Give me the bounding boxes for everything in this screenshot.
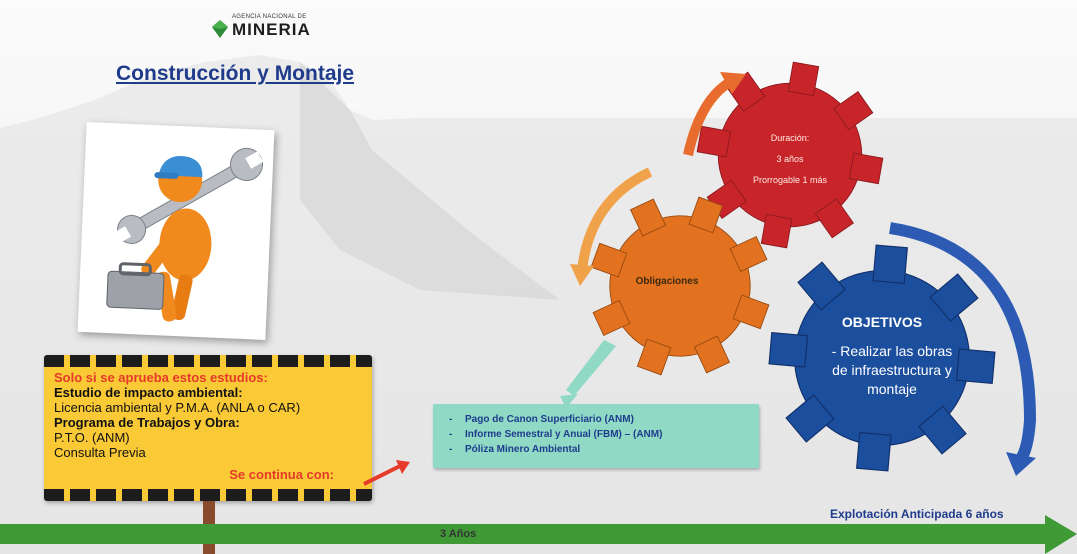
timeline-next-phase: Explotación Anticipada 6 años (830, 507, 1004, 521)
obligation-item: Pago de Canon Superficiario (ANM) (449, 412, 759, 427)
duration-text: Duración: 3 años Prorrogable 1 más (730, 128, 850, 191)
sign-license-text: Licencia ambiental y P.M.A. (ANLA o CAR) (54, 400, 301, 415)
timeline-duration-label: 3 Años (440, 528, 477, 540)
worker-photo (77, 121, 275, 341)
duration-extension: Prorrogable 1 más (752, 175, 828, 185)
obligation-item: Informe Semestral y Anual (FBM) – (ANM) (449, 427, 759, 442)
obligations-box: Pago de Canon Superficiario (ANM) Inform… (433, 404, 759, 468)
objectives-title: OBJETIVOS (841, 314, 923, 330)
hazard-stripe-bottom (44, 489, 372, 501)
diamond-icon (212, 20, 228, 38)
obligations-gear-label: Obligaciones (635, 276, 699, 287)
duration-years: 3 años (776, 154, 804, 164)
worker-with-wrench-icon (106, 147, 264, 322)
sign-study-label: Estudio de impacto ambiental: (54, 385, 243, 400)
sign-program-label: Programa de Trabajos y Obra: (54, 415, 240, 430)
red-arrow-icon (363, 460, 410, 486)
sign-continue-text: Se continua con: (229, 467, 334, 482)
sign-consulta-text: Consulta Previa (54, 445, 146, 460)
logo-small-text: AGENCIA NACIONAL DE (232, 14, 307, 20)
hazard-stripe-top (44, 355, 372, 367)
gears-diagram (560, 60, 1077, 520)
objectives-body: - Realizar las obras de infraestructura … (831, 343, 953, 397)
requirements-sign: Solo si se aprueba estos estudios: Estud… (44, 355, 372, 501)
sign-pto-text: P.T.O. (ANM) (54, 430, 130, 445)
timeline-arrow (0, 515, 1077, 554)
anm-logo: AGENCIA NACIONAL DE MINERIA (212, 14, 322, 48)
page-title: Construcción y Montaje (116, 62, 355, 85)
sign-heading: Solo si se aprueba estos estudios: (54, 370, 268, 385)
obligation-item: Póliza Minero Ambiental (449, 442, 759, 457)
logo-text: MINERIA (232, 20, 311, 39)
duration-title: Duración: (770, 133, 810, 143)
